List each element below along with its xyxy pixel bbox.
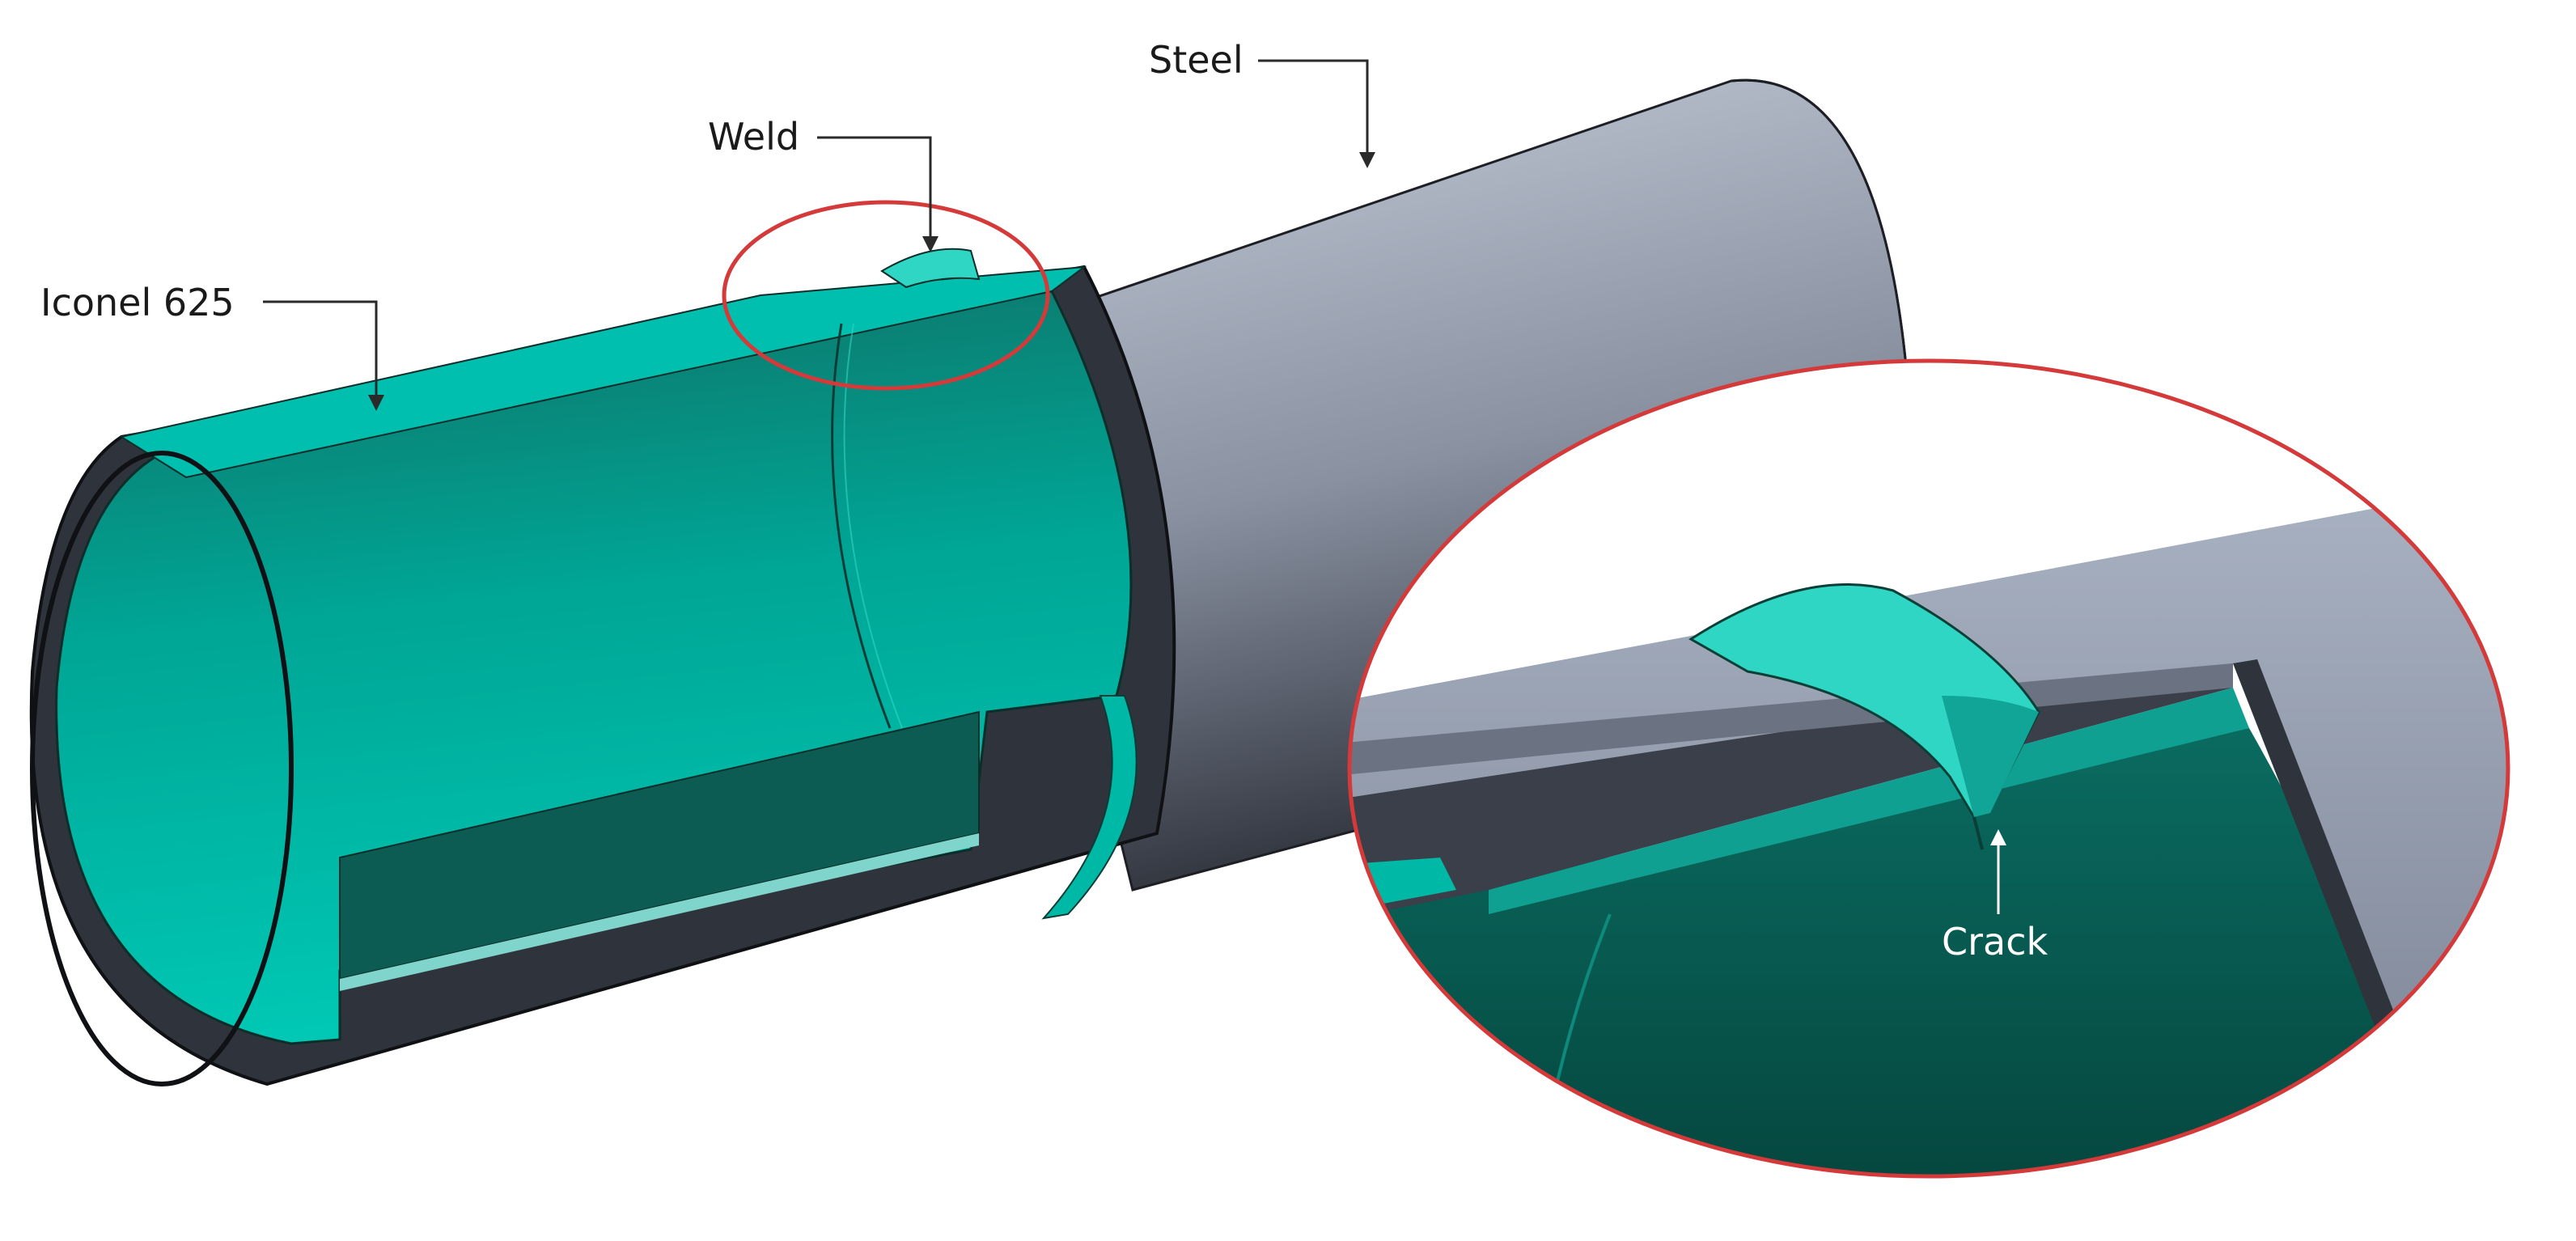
zoom-weld-bead — [1688, 583, 2040, 820]
iconel-top-strip — [119, 265, 1087, 479]
label-iconel-text: Iconel 625 — [40, 281, 235, 324]
seam-line-inner-2 — [843, 323, 903, 729]
leader-steel-arrow — [1359, 152, 1375, 168]
label-crack-text: Crack — [1942, 920, 2049, 964]
label-iconel: Iconel 625 — [40, 281, 384, 411]
outer-weld-band — [1041, 695, 1138, 920]
weld-highlight — [722, 200, 1050, 391]
label-weld: Weld — [708, 115, 938, 252]
zoom-weld-root — [1942, 696, 2039, 817]
weld-bead-small — [880, 248, 981, 289]
lower-step-ledge — [340, 833, 979, 991]
weld-highlight-ring — [722, 200, 1050, 391]
label-steel: Steel — [1149, 38, 1375, 168]
zoom-iconel-strip — [1489, 688, 2249, 914]
label-weld-text: Weld — [708, 115, 799, 159]
leader-iconel — [263, 300, 378, 404]
label-crack: Crack — [1942, 829, 2049, 964]
zoom-iconel-interior — [1349, 728, 2435, 1176]
front-rim — [30, 451, 294, 1086]
zoom-steel-surface — [1349, 477, 2508, 1176]
zoom-frame-ring — [1347, 358, 2510, 1179]
zoom-detail — [1349, 361, 2508, 1176]
crack-tip — [1972, 816, 1984, 850]
leader-steel — [1258, 59, 1369, 162]
label-steel-text: Steel — [1149, 38, 1244, 82]
cutaway-section — [29, 265, 1176, 1086]
leader-weld-arrow — [922, 236, 938, 252]
leader-iconel-arrow — [368, 395, 384, 411]
seam-line-inner — [831, 323, 892, 729]
leader-weld — [817, 136, 932, 247]
leader-crack-arrow — [1990, 829, 2006, 845]
steel-pipe-end-rim — [1731, 78, 1911, 405]
